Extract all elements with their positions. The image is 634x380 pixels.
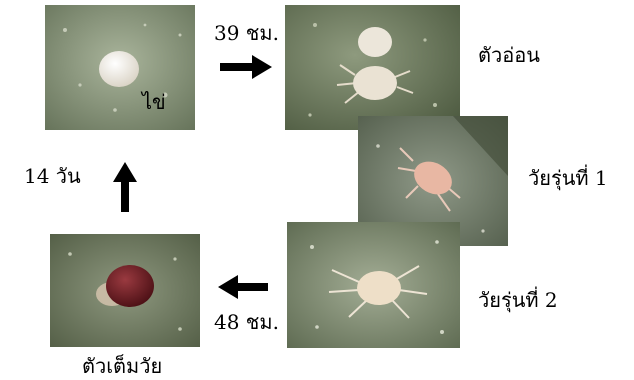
label-duration-egg-larva: 39 ชม. (214, 23, 279, 43)
adult-photo (50, 234, 200, 347)
up-arrow-icon (113, 162, 137, 212)
label-adult: ตัวเต็มวัย (82, 356, 162, 376)
deutonymph-photo (287, 222, 460, 348)
label-larva: ตัวอ่อน (478, 45, 540, 65)
label-protonymph: วัยรุ่นที่ 1 (528, 168, 608, 188)
left-arrow-icon (218, 275, 268, 299)
deutonymph-body (357, 271, 401, 305)
right-arrow-icon (220, 55, 272, 79)
label-egg: ไข่ (142, 92, 166, 112)
larva-egg-shape (358, 27, 392, 57)
label-deutonymph: วัยรุ่นที่ 2 (478, 290, 558, 310)
label-duration-deutonymph-adult: 48 ชม. (214, 312, 279, 332)
label-duration-adult-egg: 14 วัน (24, 166, 81, 186)
egg-photo (45, 5, 195, 130)
larva-body (353, 66, 397, 100)
larva-photo (285, 5, 460, 130)
egg-shape (99, 51, 139, 87)
adult-body (106, 265, 154, 307)
